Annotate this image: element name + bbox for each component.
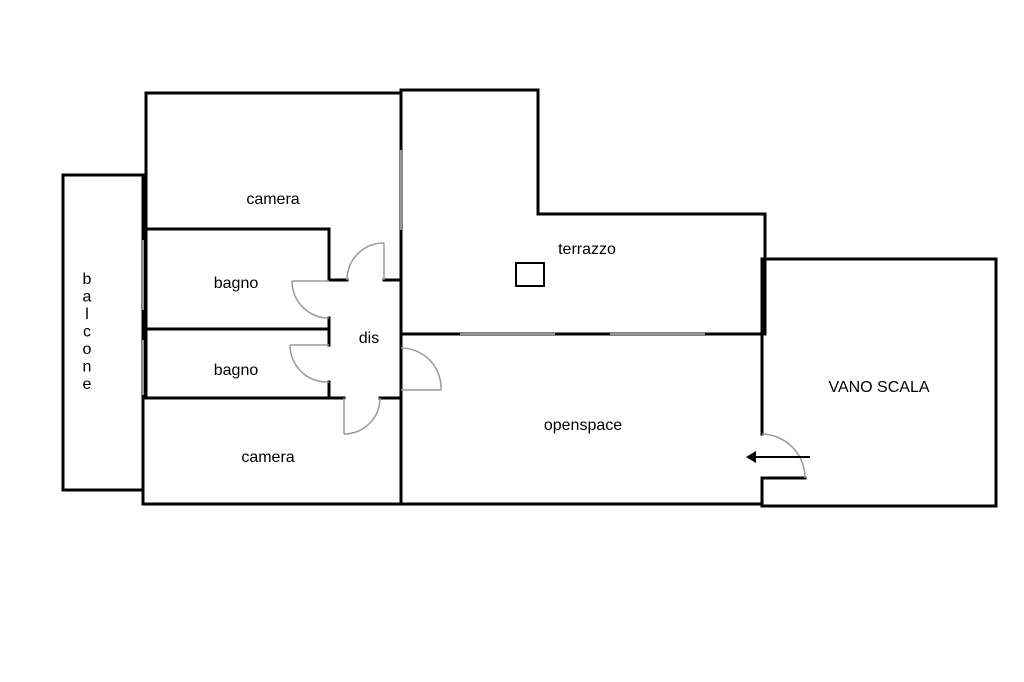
room-label-openspace: openspace: [544, 417, 622, 434]
door-camera-bottom: [343, 397, 381, 435]
room-label-vano-scala: VANO SCALA: [828, 379, 929, 396]
room-label-terrazzo: terrazzo: [558, 241, 616, 258]
balcone-letter: b: [83, 271, 92, 288]
room-label-camera-top: camera: [246, 191, 299, 208]
door-bagno-top: [291, 280, 330, 319]
room-label-bagno-top: bagno: [214, 275, 259, 292]
door-bagno-bottom: [289, 344, 330, 383]
terrazzo-walls: [399, 88, 767, 336]
vano-scala-walls: [760, 257, 998, 508]
door-openspace: [400, 347, 442, 391]
balcone-outline: [61, 173, 145, 492]
terrazzo-fixture: [515, 262, 545, 287]
balcone-letter: n: [83, 359, 92, 376]
balcone-letter: a: [83, 289, 92, 306]
balcone-letter: l: [85, 306, 89, 323]
bagno-top-walls: [144, 227, 331, 282]
room-label-dis: dis: [359, 330, 379, 347]
door-entrance: [761, 433, 806, 479]
arrow-left-icon: [746, 451, 810, 463]
room-label-camera-bottom: camera: [241, 449, 294, 466]
door-dis-top: [346, 242, 385, 281]
camera-top-walls: [144, 91, 403, 282]
room-label-bagno-bottom: bagno: [214, 362, 259, 379]
balcone-letter: c: [83, 324, 91, 341]
balcone-letter: o: [83, 341, 92, 358]
balcone-letter: e: [83, 376, 92, 393]
